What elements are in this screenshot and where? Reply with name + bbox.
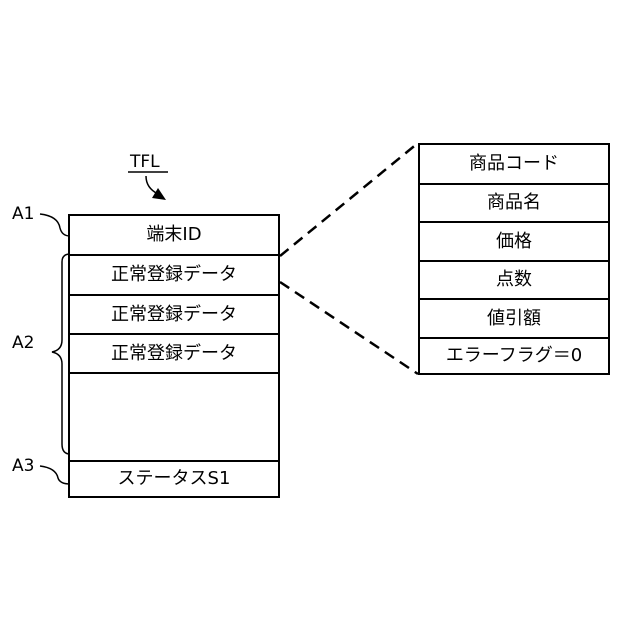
- terminal-id-cell: 端末ID: [70, 216, 278, 254]
- field-error-flag: エラーフラグ＝0: [446, 347, 582, 365]
- tfl-arrow-shaft: [146, 176, 158, 194]
- record-fields-table: 商品コード 商品名 価格 点数 値引額 エラーフラグ＝0: [418, 143, 610, 375]
- field-discount: 値引額: [487, 310, 541, 328]
- tfl-arrow-head: [152, 188, 166, 200]
- terminal-id-text: 端末ID: [146, 226, 201, 244]
- field-cell-1: 商品コード: [420, 145, 608, 183]
- record-text-1: 正常登録データ: [111, 266, 237, 284]
- expansion-line-bottom: [280, 282, 418, 374]
- a3-connector: [40, 466, 70, 484]
- field-cell-2: 商品名: [420, 183, 608, 221]
- region-label-a3: A3: [12, 458, 34, 475]
- field-cell-5: 値引額: [420, 298, 608, 337]
- expansion-line-top: [280, 143, 418, 256]
- field-cell-6: エラーフラグ＝0: [420, 337, 608, 373]
- field-product-name: 商品名: [487, 194, 541, 212]
- tfl-label: TFL: [130, 154, 160, 171]
- a1-connector: [40, 214, 70, 236]
- record-cell-3: 正常登録データ: [70, 333, 278, 372]
- status-text: ステータスS1: [118, 470, 231, 488]
- field-product-code: 商品コード: [469, 155, 559, 173]
- field-quantity: 点数: [496, 271, 532, 289]
- field-price: 価格: [496, 233, 532, 251]
- field-cell-4: 点数: [420, 260, 608, 298]
- record-cell-1: 正常登録データ: [70, 254, 278, 294]
- record-text-3: 正常登録データ: [111, 345, 237, 363]
- region-label-a1: A1: [12, 206, 34, 223]
- ellipsis-cell: [70, 372, 278, 460]
- tfl-table: 端末ID 正常登録データ 正常登録データ 正常登録データ ステータスS1: [68, 214, 280, 498]
- record-cell-2: 正常登録データ: [70, 294, 278, 333]
- status-cell: ステータスS1: [70, 460, 278, 496]
- field-cell-3: 価格: [420, 221, 608, 260]
- record-text-2: 正常登録データ: [111, 306, 237, 324]
- region-label-a2: A2: [12, 335, 34, 352]
